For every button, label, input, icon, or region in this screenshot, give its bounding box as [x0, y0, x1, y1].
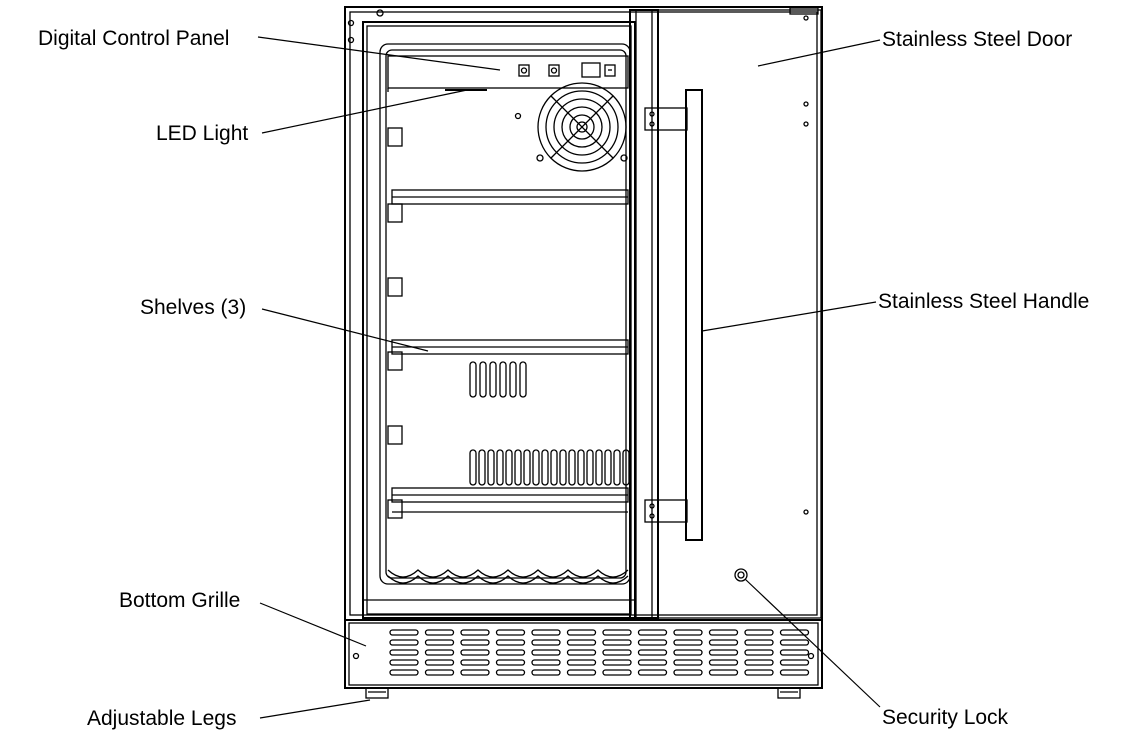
label-bottom-grille: Bottom Grille: [119, 589, 240, 612]
shelves: [391, 189, 629, 513]
rear-vent-slots-upper: [469, 361, 527, 398]
cabinet-screws: [347, 7, 819, 44]
shelf-supports: [387, 127, 403, 519]
adjustable-legs: [365, 687, 801, 699]
leader-lines: [257, 36, 881, 719]
fan-grille: [514, 82, 628, 172]
label-adjustable-legs: Adjustable Legs: [87, 707, 236, 730]
door-screws: [803, 15, 809, 515]
bottom-rack: [387, 569, 629, 578]
label-security-lock: Security Lock: [882, 706, 1009, 729]
stainless-steel-handle: [644, 89, 703, 541]
door-edge: [629, 9, 659, 619]
security-lock: [734, 568, 748, 582]
stainless-steel-door: [657, 9, 822, 619]
digital-control-panel: [387, 55, 629, 92]
label-led-light: LED Light: [156, 122, 248, 145]
bottom-grille: [344, 619, 823, 689]
rear-vent-slots-lower: [469, 449, 630, 486]
label-stainless-steel-handle: Stainless Steel Handle: [878, 290, 1089, 313]
label-digital-control-panel: Digital Control Panel: [38, 27, 229, 50]
refrigerator-drawing: [344, 6, 823, 699]
label-shelves: Shelves (3): [140, 296, 246, 319]
label-stainless-steel-door: Stainless Steel Door: [882, 28, 1072, 51]
